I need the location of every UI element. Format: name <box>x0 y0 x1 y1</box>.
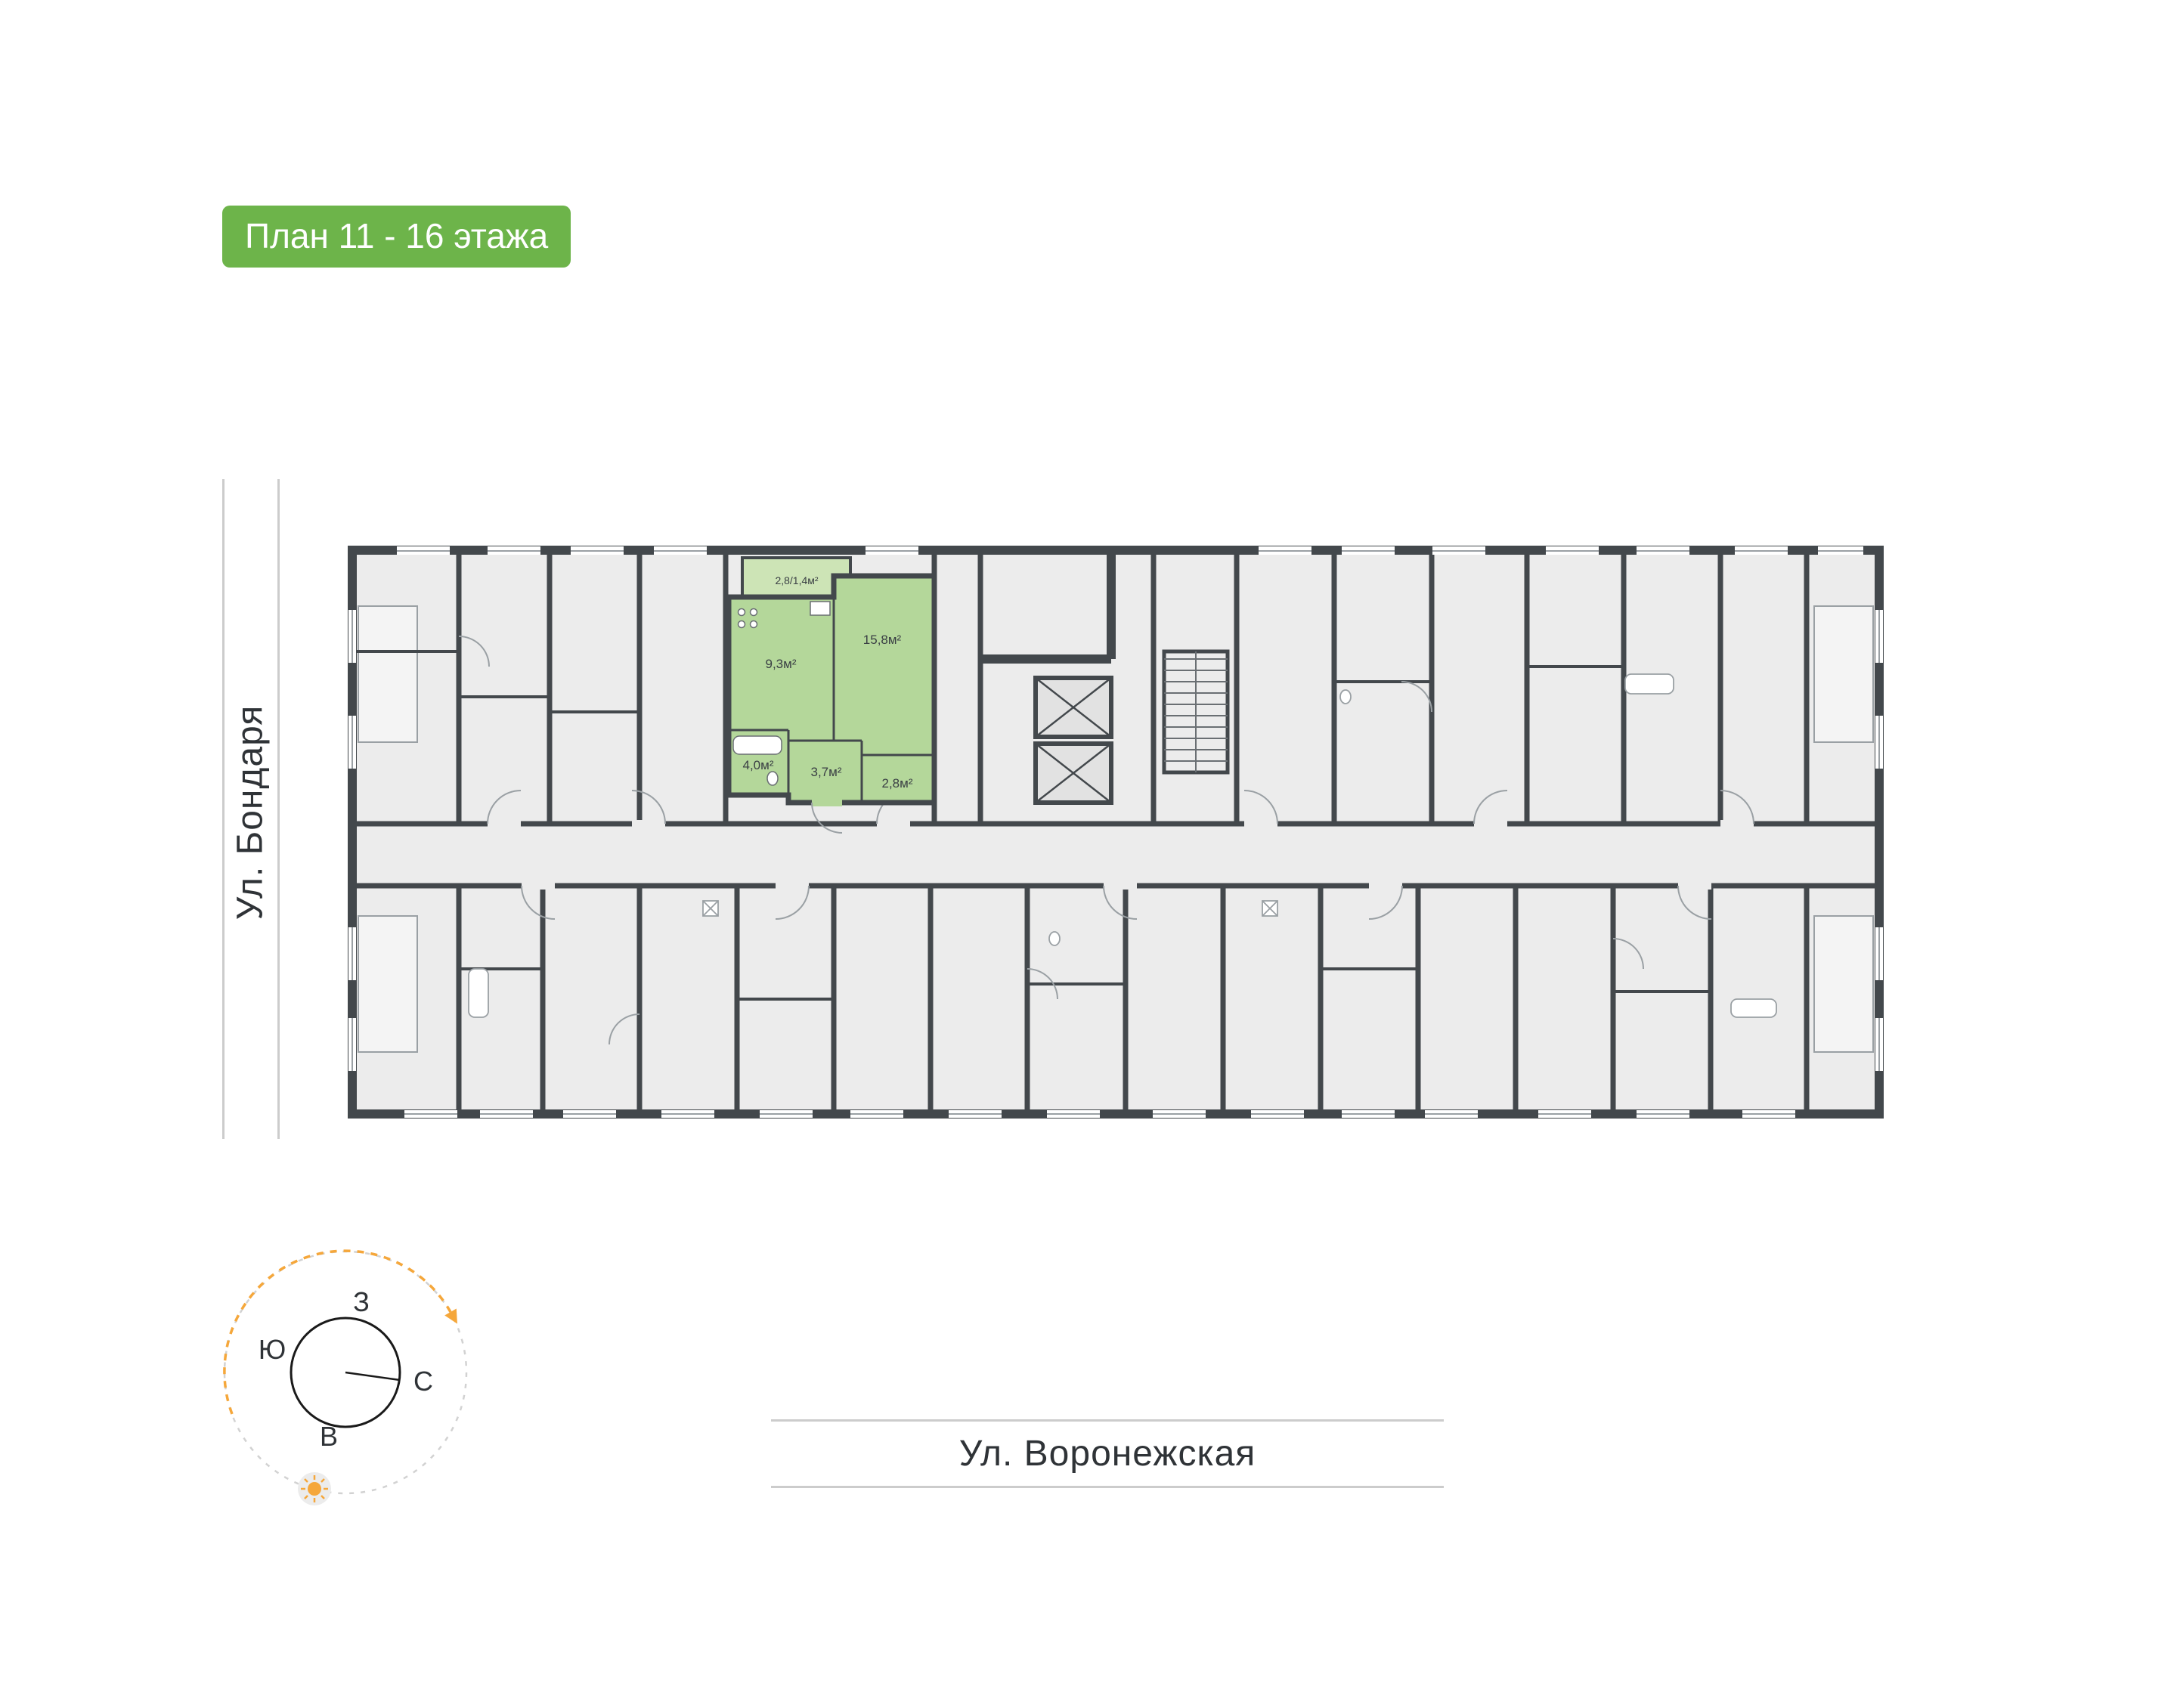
highlighted-apartment[interactable]: 2,8/1,4м² 15,8м² 9,3м² 4,0м² 3,7м² 2,8м² <box>726 556 937 834</box>
room-area-label-wardrobe: 2,8м² <box>882 776 913 791</box>
street-left-line-outer <box>222 479 225 1139</box>
top-partitions <box>456 555 1810 824</box>
apartment-door-opening <box>812 799 842 806</box>
door-openings <box>488 820 1754 890</box>
loggias <box>358 605 1874 1053</box>
sun-icon <box>298 1472 331 1505</box>
floor-plan: 2,8/1,4м² 15,8м² 9,3м² 4,0м² 3,7м² 2,8м² <box>348 546 1884 1119</box>
apartment-fixtures <box>732 601 831 786</box>
interior-partitions <box>357 650 1711 1001</box>
room-area-label-bathroom: 4,0м² <box>743 758 774 772</box>
apartment-door-arc <box>811 802 843 834</box>
street-left-line-inner <box>277 479 280 1139</box>
floor-range-badge-label: План 11 - 16 этажа <box>245 216 549 255</box>
compass: З Ю С В <box>223 1249 468 1505</box>
staircase <box>1162 649 1230 775</box>
compass-east-label: В <box>320 1421 338 1452</box>
floor-range-badge: План 11 - 16 этажа <box>222 206 571 268</box>
door-arcs <box>458 636 1754 1045</box>
apartment-interior-walls <box>729 597 934 803</box>
room-area-label-living: 15,8м² <box>863 633 902 647</box>
fixtures <box>468 673 1777 1018</box>
street-bottom: Ул. Воронежская <box>771 1419 1444 1488</box>
room-area-label-kitchen: 9,3м² <box>766 657 797 671</box>
sun-path-arc <box>223 1249 452 1415</box>
compass-west-label: З <box>353 1286 370 1317</box>
street-left-label: Ул. Бондаря <box>230 704 271 921</box>
core-walls <box>980 555 1116 664</box>
compass-south-label: Ю <box>259 1334 286 1365</box>
room-area-label-balcony: 2,8/1,4м² <box>775 574 818 586</box>
room-area-label-hallway: 3,7м² <box>811 765 842 779</box>
elevator-shafts <box>1033 676 1113 805</box>
compass-north-label: С <box>413 1366 433 1397</box>
compass-needle <box>345 1371 401 1382</box>
windows <box>348 546 1883 1118</box>
street-bottom-label: Ул. Воронежская <box>958 1434 1256 1474</box>
compass-arrow-icon <box>444 1308 457 1324</box>
